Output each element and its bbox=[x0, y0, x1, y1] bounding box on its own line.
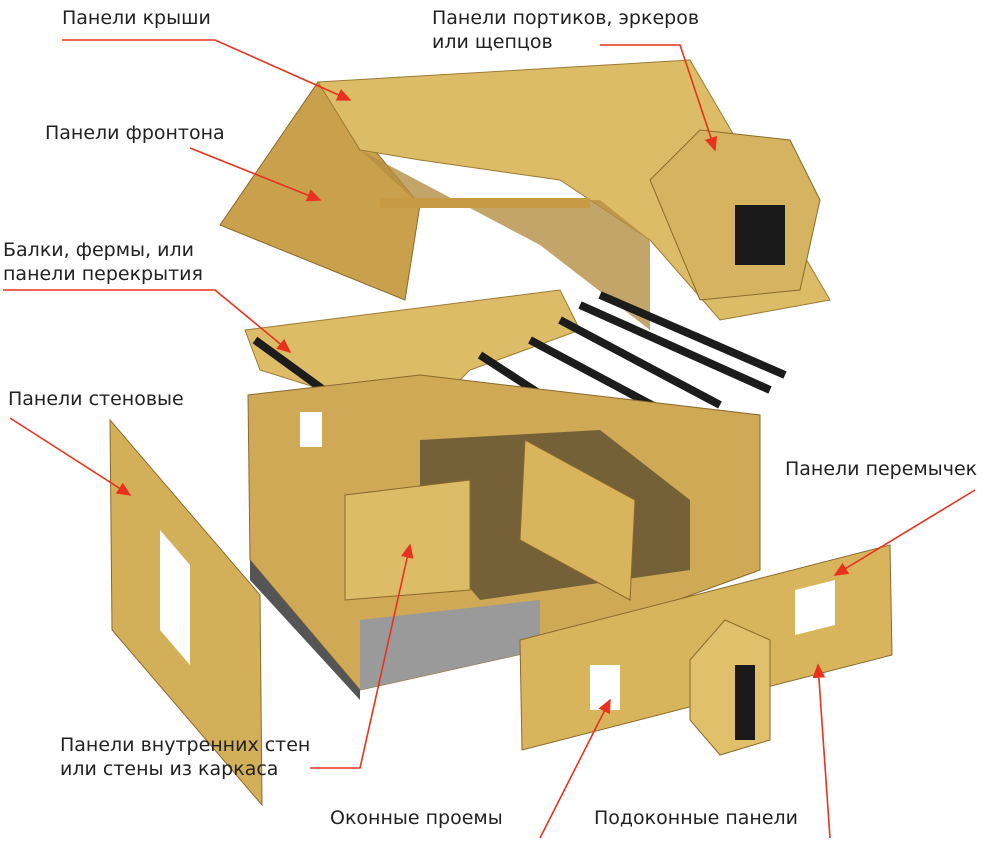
leader-roof bbox=[62, 39, 352, 101]
label-window-openings: Оконные проемы bbox=[330, 807, 503, 829]
label-roof-panels: Панели крыши bbox=[62, 7, 211, 29]
dormer-panels bbox=[649, 129, 821, 301]
label-portico-panels-1: Панели портиков, эркеров bbox=[432, 7, 700, 29]
leader-interior bbox=[310, 543, 414, 769]
leader-lintel bbox=[833, 489, 976, 576]
leader-window bbox=[539, 698, 611, 839]
leader-portico bbox=[600, 44, 718, 152]
label-lintel-panels: Панели перемычек bbox=[785, 458, 978, 480]
label-beams-2: панели перекрытия bbox=[3, 263, 203, 285]
label-gable-panels: Панели фронтона bbox=[45, 122, 225, 144]
leader-beams bbox=[3, 289, 292, 354]
leader-lines bbox=[3, 39, 976, 839]
side-wall-panel bbox=[109, 418, 263, 807]
label-wall-panels: Панели стеновые bbox=[8, 388, 184, 410]
label-beams-1: Балки, фермы, или bbox=[3, 239, 194, 261]
label-interior-walls-1: Панели внутренних стен bbox=[60, 734, 311, 756]
leader-sill bbox=[812, 663, 831, 839]
leader-gable bbox=[189, 147, 322, 202]
label-sill-panels: Подоконные панели bbox=[594, 807, 799, 829]
label-portico-panels-2: или щепцов bbox=[432, 31, 553, 53]
front-wall-panel bbox=[519, 544, 893, 756]
leader-wall bbox=[9, 417, 132, 496]
label-interior-walls-2: или стены из каркаса bbox=[60, 758, 279, 780]
